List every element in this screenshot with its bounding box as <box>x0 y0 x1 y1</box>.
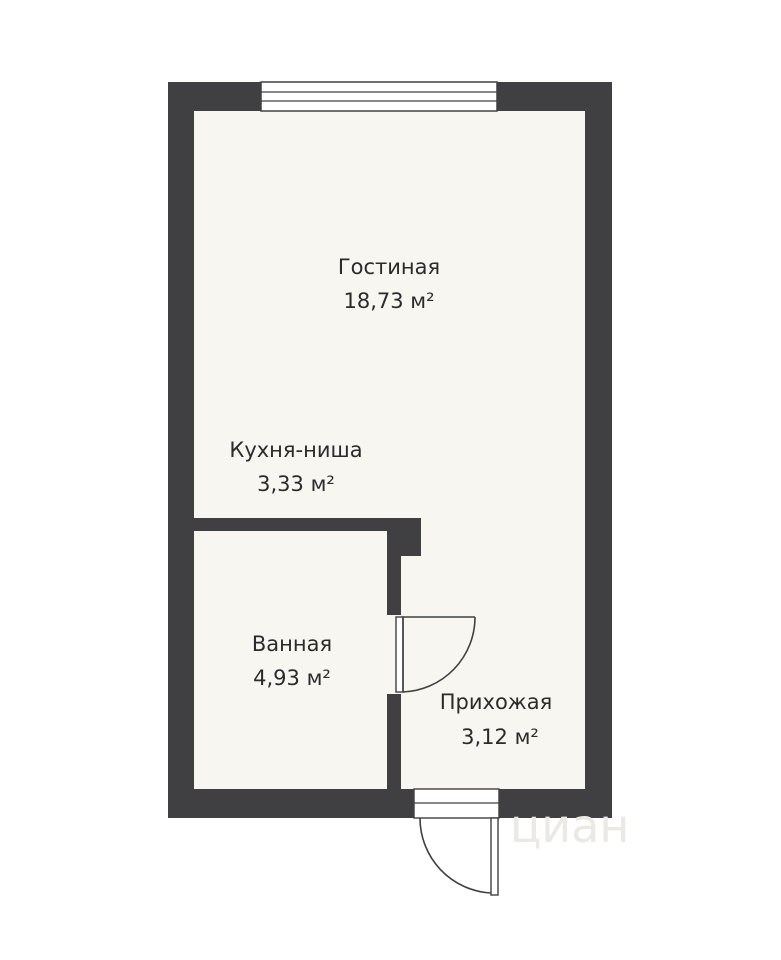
living-room-area: 18,73 м² <box>343 289 434 313</box>
hallway-name: Прихожая <box>440 690 552 714</box>
bathroom-notch <box>328 531 361 556</box>
watermark-text: циан <box>510 799 629 853</box>
living-room-name: Гостиная <box>338 255 440 279</box>
watermark: циан <box>510 799 629 853</box>
hallway-area: 3,12 м² <box>461 725 539 749</box>
bathroom-door <box>395 616 476 693</box>
hallway-floor <box>401 556 585 789</box>
entrance-door <box>413 788 500 896</box>
bathroom-name: Ванная <box>252 632 332 656</box>
hallway-floor-upper <box>421 518 585 558</box>
living-room-floor <box>194 111 585 518</box>
kitchen-area: 3,33 м² <box>257 472 335 496</box>
bathroom-area: 4,93 м² <box>253 666 331 690</box>
kitchen-name: Кухня-ниша <box>229 438 362 462</box>
bathroom-floor <box>194 531 387 789</box>
window <box>260 81 498 112</box>
bathroom-notch <box>194 531 275 556</box>
